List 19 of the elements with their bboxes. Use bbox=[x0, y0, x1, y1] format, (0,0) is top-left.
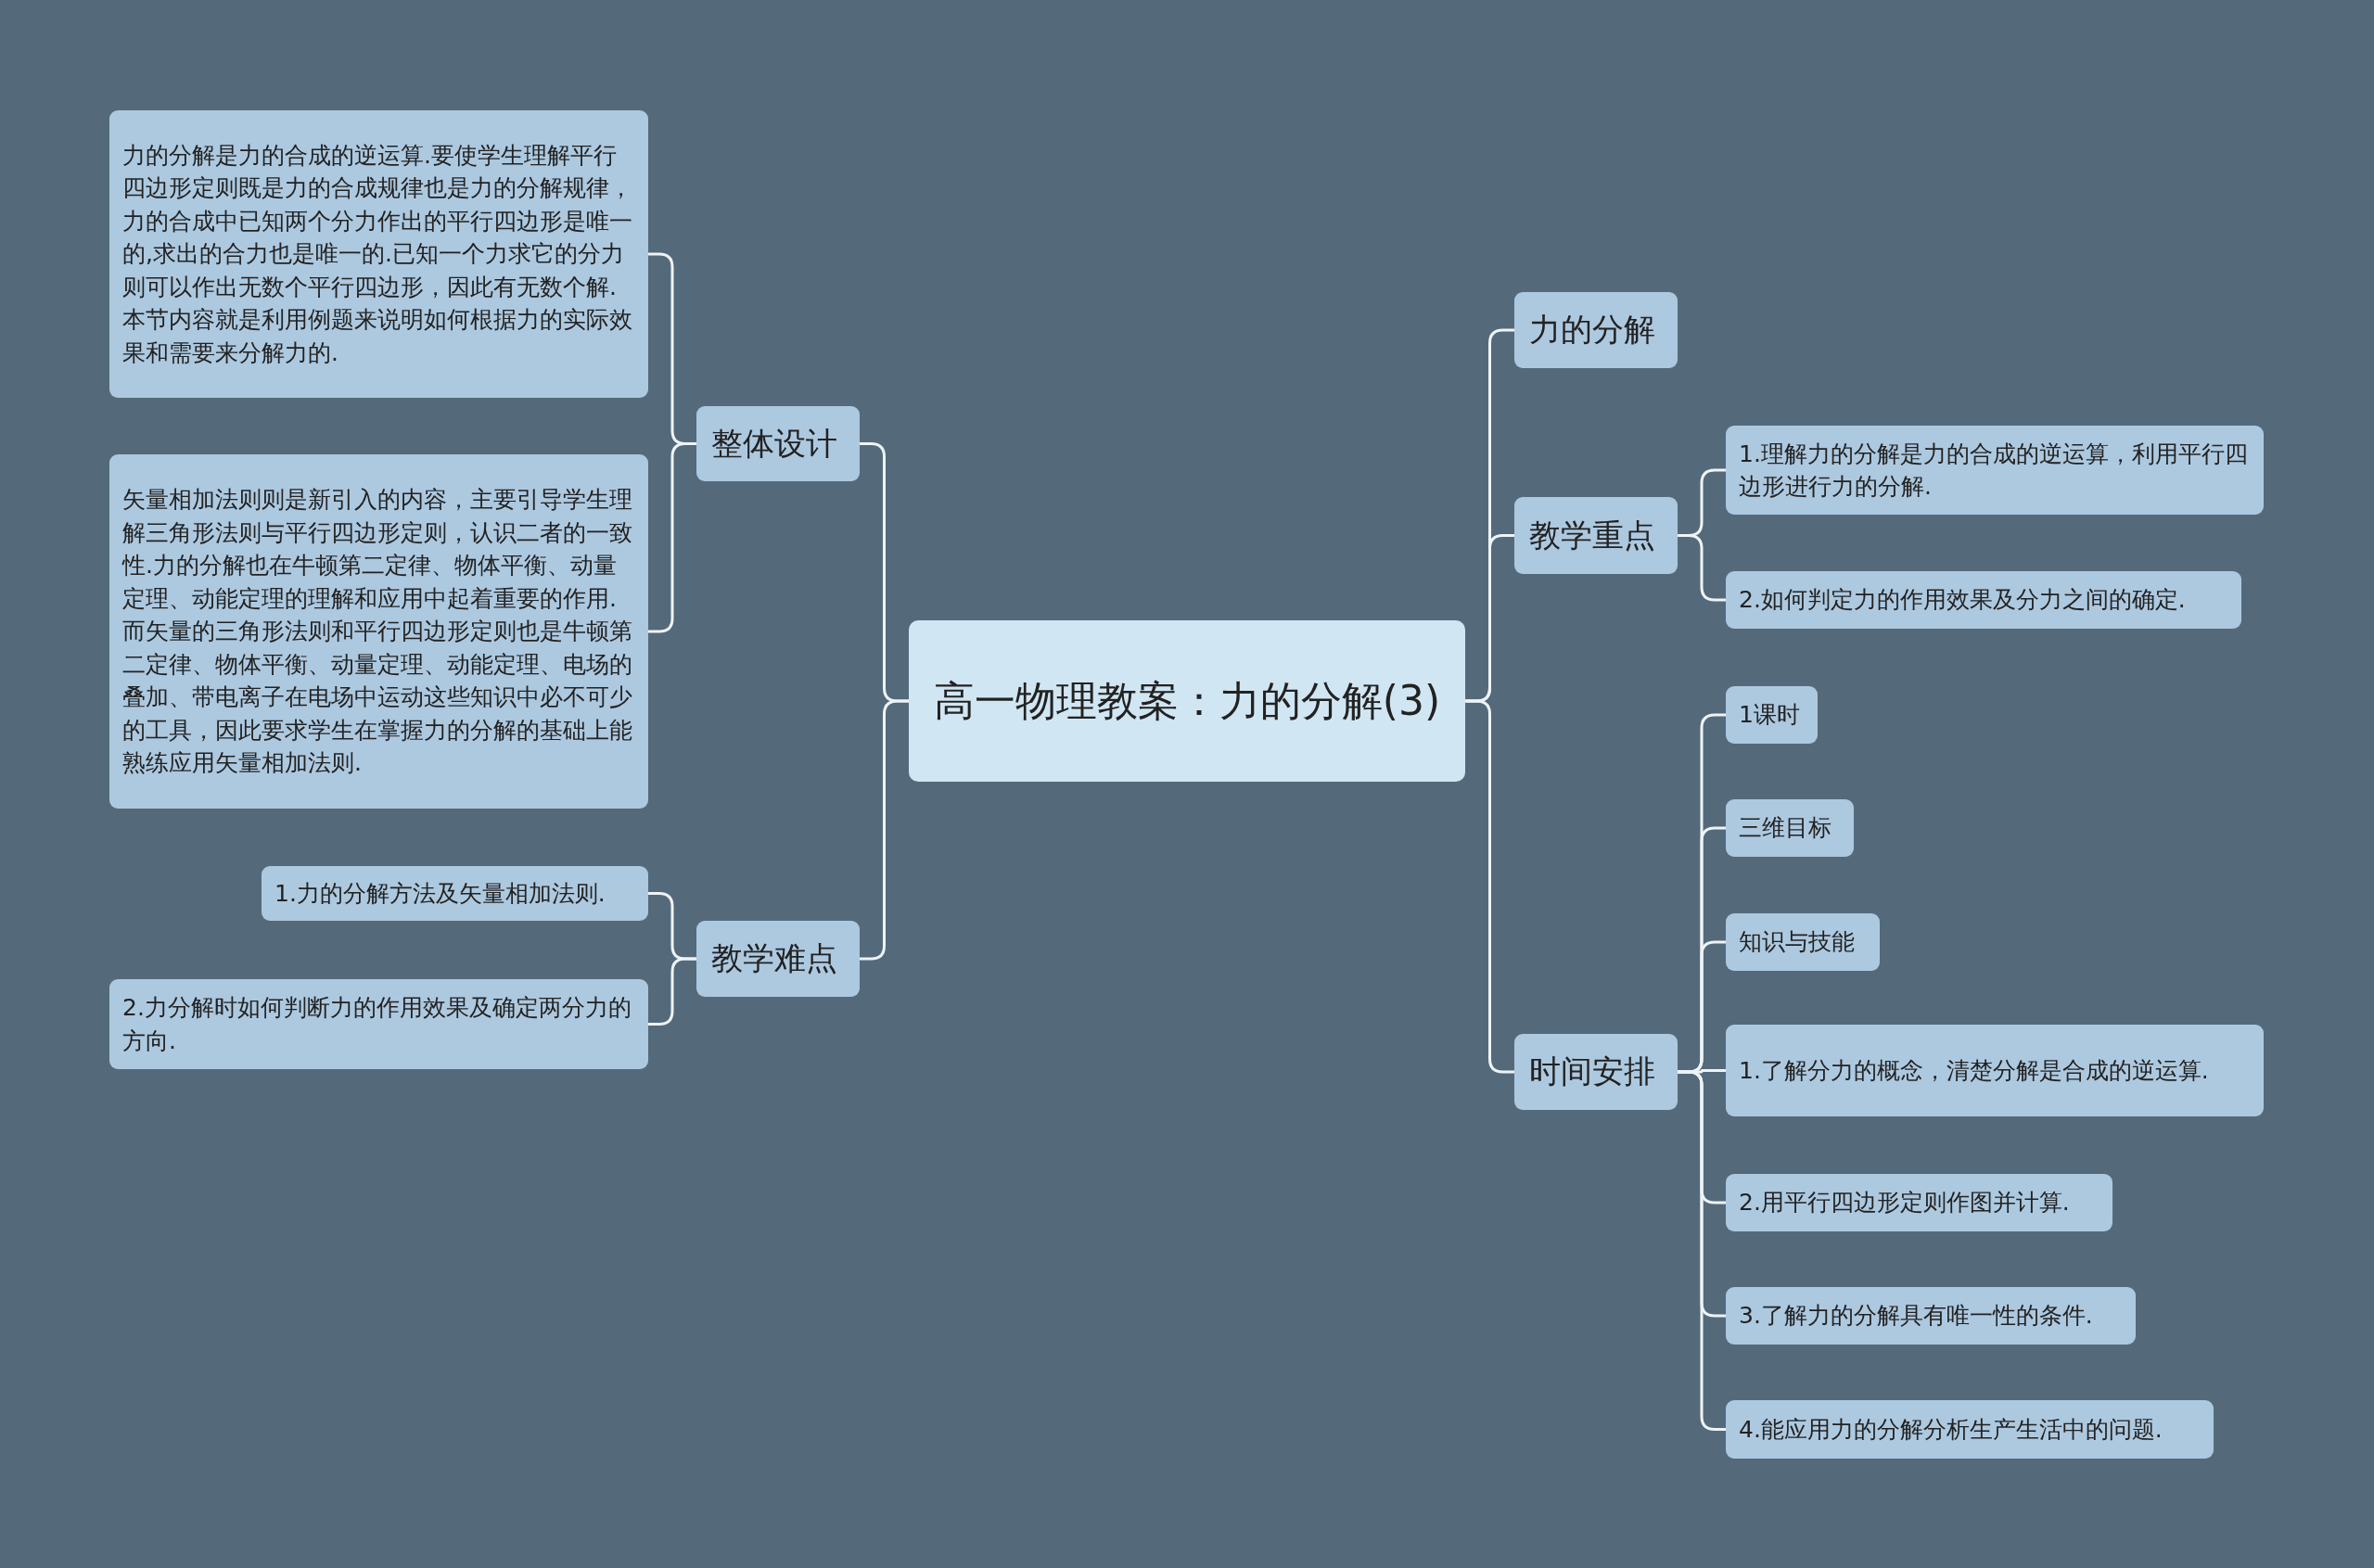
branch-topic: 整体设计 bbox=[696, 406, 860, 481]
leaf-topic: 知识与技能 bbox=[1726, 913, 1880, 971]
leaf-topic: 3.了解力的分解具有唯一性的条件. bbox=[1726, 1287, 2136, 1345]
leaf-topic: 1.理解力的分解是力的合成的逆运算，利用平行四边形进行力的分解. bbox=[1726, 426, 2264, 515]
leaf-topic: 力的分解是力的合成的逆运算.要使学生理解平行四边形定则既是力的合成规律也是力的分解规律，力的合成中已知两个分力作出的平行四边形是唯一的,求出的合力也是唯一的.已知一个力求它的分力则可以作出无数个平行四边形，因此有无数个解.本节内容就是利用例题来说明如何根据力的实际效果和需要来分解力的. bbox=[109, 110, 648, 398]
branch-topic: 时间安排 bbox=[1514, 1034, 1678, 1110]
leaf-topic: 2.用平行四边形定则作图并计算. bbox=[1726, 1174, 2112, 1231]
leaf-topic: 2.如何判定力的作用效果及分力之间的确定. bbox=[1726, 571, 2241, 629]
leaf-topic: 2.力分解时如何判断力的作用效果及确定两分力的方向. bbox=[109, 979, 648, 1069]
central-topic: 高一物理教案：力的分解(3) bbox=[909, 620, 1465, 782]
branch-topic: 力的分解 bbox=[1514, 292, 1678, 368]
leaf-topic: 4.能应用力的分解分析生产生活中的问题. bbox=[1726, 1400, 2214, 1459]
leaf-topic: 三维目标 bbox=[1726, 799, 1854, 857]
branch-topic: 教学重点 bbox=[1514, 497, 1678, 574]
leaf-topic: 1.力的分解方法及矢量相加法则. bbox=[262, 866, 648, 921]
leaf-topic: 矢量相加法则则是新引入的内容，主要引导学生理解三角形法则与平行四边形定则，认识二者的一致性.力的分解也在牛顿第二定律、物体平衡、动量定理、动能定理的理解和应用中起着重要的作用.而矢量的三角形法则和平行四边形定则也是牛顿第二定律、物体平衡、动量定理、动能定理、电场的叠加、带电离子在电场中运动这些知识中必不可少的工具，因此要求学生在掌握力的分解的基础上能熟练应用矢量相加法则. bbox=[109, 454, 648, 809]
branch-topic: 教学难点 bbox=[696, 921, 860, 997]
leaf-topic: 1课时 bbox=[1726, 686, 1818, 744]
leaf-topic: 1.了解分力的概念，清楚分解是合成的逆运算. bbox=[1726, 1025, 2264, 1116]
